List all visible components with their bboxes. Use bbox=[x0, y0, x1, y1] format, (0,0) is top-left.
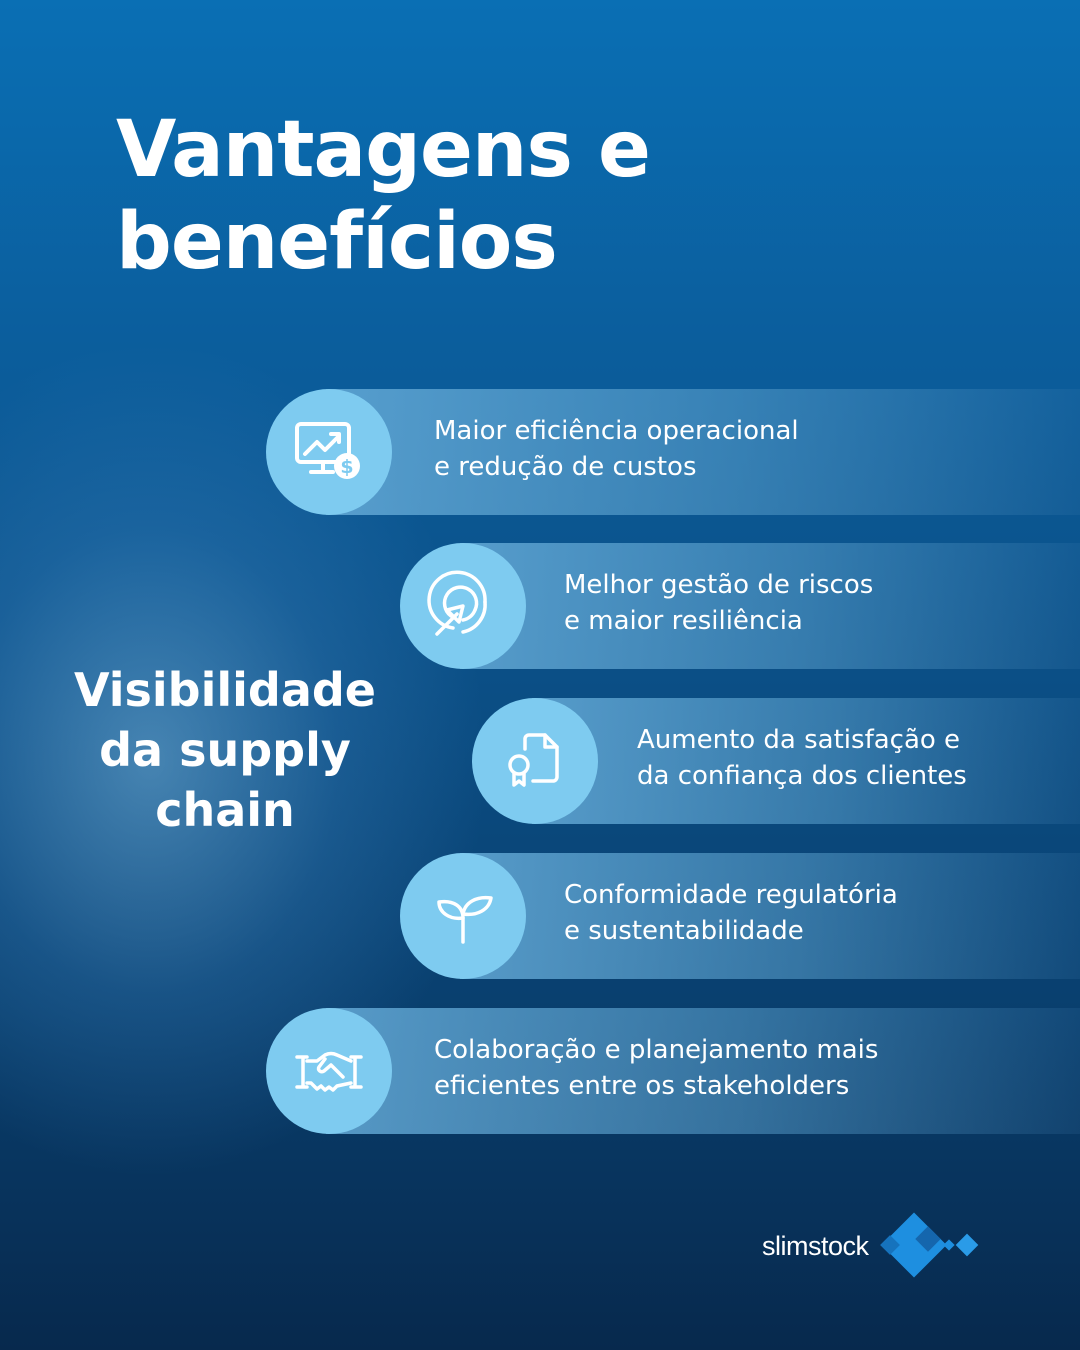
brand-diamond-icon bbox=[879, 1212, 978, 1278]
benefit-text-line-2: e maior resiliência bbox=[564, 606, 803, 636]
benefit-text-line-1: Maior eficiência operacional bbox=[434, 416, 799, 446]
benefit-text-line-2: e redução de custos bbox=[434, 452, 697, 482]
target-cursor-icon bbox=[427, 570, 487, 636]
side-heading-line-1: Visibilidade bbox=[73, 663, 377, 717]
benefit-text: Colaboração e planejamento mais eficient… bbox=[434, 1032, 878, 1104]
benefit-text-line-1: Aumento da satisfação e bbox=[637, 725, 961, 755]
title-line-1: Vantagens e bbox=[116, 105, 651, 195]
side-heading-line-3: chain bbox=[155, 783, 295, 837]
benefit-bar bbox=[460, 853, 1080, 979]
title-line-2: benefícios bbox=[116, 197, 558, 287]
benefit-bar bbox=[326, 1008, 1080, 1134]
side-heading-line-2: da supply bbox=[99, 723, 351, 777]
benefit-item: Aumento da satisfação e da confiança dos… bbox=[472, 698, 1080, 824]
benefit-icon-circle: $ bbox=[266, 389, 392, 515]
benefit-text: Conformidade regulatória e sustentabilid… bbox=[564, 877, 898, 949]
svg-text:$: $ bbox=[340, 456, 353, 478]
sprout-icon bbox=[437, 895, 493, 944]
page-title: Vantagens e benefícios bbox=[116, 104, 651, 288]
benefit-text-line-1: Colaboração e planejamento mais bbox=[434, 1035, 879, 1065]
monitor-chart-dollar-icon: $ bbox=[295, 422, 360, 479]
benefit-item: Colaboração e planejamento mais eficient… bbox=[266, 1008, 1080, 1134]
benefit-item: $ Maior eficiência operacional e redução… bbox=[266, 389, 1080, 515]
benefit-text: Melhor gestão de riscos e maior resiliên… bbox=[564, 567, 873, 639]
benefit-icon-circle bbox=[472, 698, 598, 824]
benefit-text-line-2: eficientes entre os stakeholders bbox=[434, 1071, 850, 1101]
brand-name: slimstock bbox=[762, 1230, 869, 1261]
benefit-text-line-1: Melhor gestão de riscos bbox=[564, 570, 874, 600]
slimstock-logo: slimstock bbox=[762, 1210, 995, 1282]
benefit-text: Maior eficiência operacional e redução d… bbox=[434, 413, 799, 485]
benefit-item: Melhor gestão de riscos e maior resiliên… bbox=[400, 543, 1080, 669]
benefit-text-line-2: da confiança dos clientes bbox=[637, 761, 967, 791]
benefit-icon-circle bbox=[400, 853, 526, 979]
benefit-bar bbox=[532, 698, 1080, 824]
benefit-text-line-1: Conformidade regulatória bbox=[564, 880, 898, 910]
benefit-text-line-2: e sustentabilidade bbox=[564, 916, 804, 946]
benefit-item: Conformidade regulatória e sustentabilid… bbox=[400, 853, 1080, 979]
certificate-document-icon bbox=[508, 733, 559, 787]
handshake-icon bbox=[295, 1051, 363, 1092]
side-heading: Visibilidade da supply chain bbox=[60, 660, 390, 840]
benefit-bar bbox=[460, 543, 1080, 669]
benefit-icon-circle bbox=[266, 1008, 392, 1134]
benefit-text: Aumento da satisfação e da confiança dos… bbox=[637, 722, 967, 794]
benefit-bar bbox=[326, 389, 1080, 515]
benefit-icon-circle bbox=[400, 543, 526, 669]
